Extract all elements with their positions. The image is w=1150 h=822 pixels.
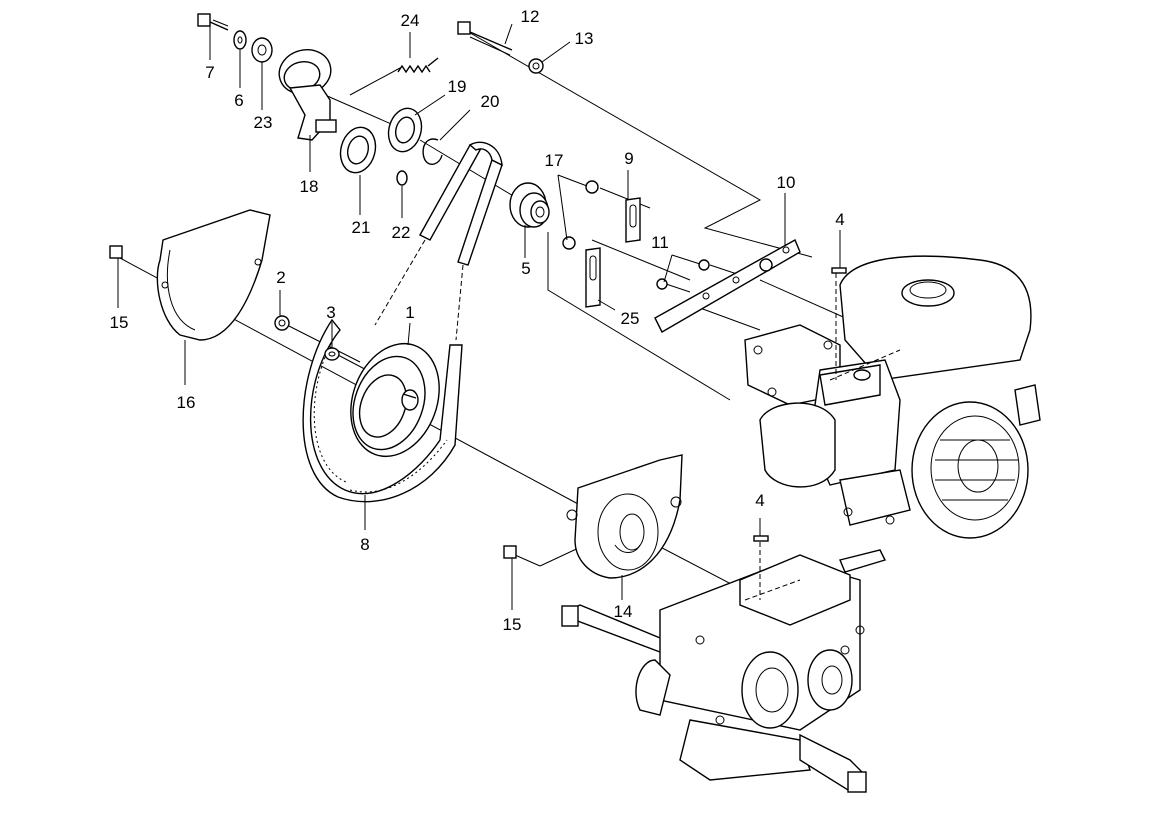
fasteners bbox=[109, 245, 847, 559]
callout-24: 24 bbox=[401, 11, 420, 30]
belt-guard-lower bbox=[566, 454, 683, 579]
belt-guard-left bbox=[156, 209, 271, 341]
callout-9: 9 bbox=[624, 149, 633, 168]
callout-8: 8 bbox=[360, 535, 369, 554]
transmission bbox=[561, 542, 886, 793]
leader-lines bbox=[117, 23, 841, 610]
callout-6: 6 bbox=[234, 91, 243, 110]
callout-3: 3 bbox=[326, 303, 335, 322]
engine-pulley bbox=[509, 182, 550, 228]
callout-19: 19 bbox=[448, 77, 467, 96]
callout-12: 12 bbox=[521, 7, 540, 26]
callout-1: 1 bbox=[405, 303, 414, 322]
callout-21: 21 bbox=[352, 218, 371, 237]
engine bbox=[744, 255, 1041, 539]
callout-4a: 4 bbox=[835, 210, 844, 229]
reference-lines bbox=[119, 29, 851, 621]
drive-pulley bbox=[350, 342, 440, 458]
callout-20: 20 bbox=[481, 92, 500, 111]
callouts: 1 2 3 4 4 5 6 7 8 9 10 11 12 13 14 15 15… bbox=[110, 7, 845, 634]
callout-10: 10 bbox=[777, 173, 796, 192]
drive-belt bbox=[302, 141, 503, 503]
tensioner-assembly bbox=[197, 13, 544, 186]
callout-17: 17 bbox=[545, 151, 564, 170]
callout-5: 5 bbox=[521, 259, 530, 278]
callout-2: 2 bbox=[276, 268, 285, 287]
callout-25: 25 bbox=[621, 309, 640, 328]
callout-16: 16 bbox=[177, 393, 196, 412]
callout-15a: 15 bbox=[110, 313, 129, 332]
callout-13: 13 bbox=[575, 29, 594, 48]
callout-4b: 4 bbox=[755, 491, 764, 510]
brackets bbox=[562, 180, 801, 333]
callout-14: 14 bbox=[614, 602, 633, 621]
callout-7: 7 bbox=[205, 63, 214, 82]
callout-22: 22 bbox=[392, 223, 411, 242]
callout-11: 11 bbox=[651, 233, 669, 252]
callout-18: 18 bbox=[300, 177, 319, 196]
callout-15b: 15 bbox=[503, 615, 522, 634]
callout-23: 23 bbox=[254, 113, 273, 132]
